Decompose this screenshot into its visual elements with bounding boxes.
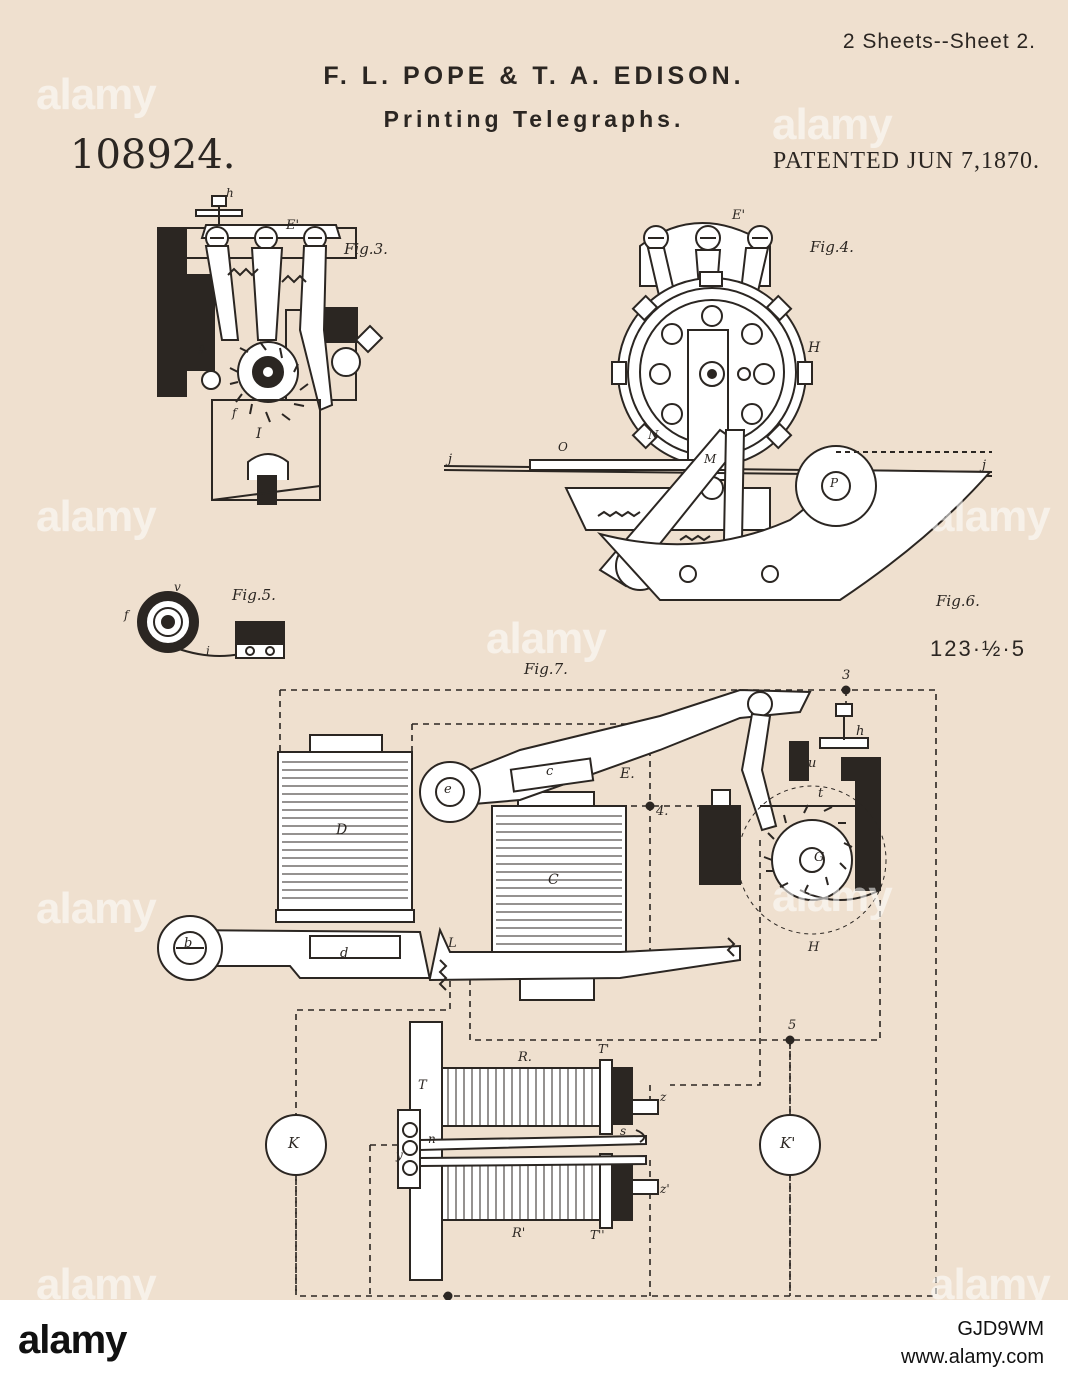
patent-number: 108924.: [70, 132, 235, 178]
ref-label: R': [512, 1226, 525, 1241]
ref-label: E': [286, 218, 299, 233]
ref-label: K': [780, 1134, 795, 1152]
watermark: alamy: [36, 492, 156, 542]
ref-label: R.: [518, 1050, 532, 1065]
ref-label: D: [336, 822, 347, 838]
watermark: alamy: [486, 614, 606, 664]
figure-5-caption: Fig.5.: [232, 586, 276, 604]
figure-4-type-wheel-drawing: [444, 223, 992, 600]
figure-6-caption: Fig.6.: [936, 592, 980, 610]
ref-label: K: [288, 1134, 299, 1152]
ref-label: y: [396, 1148, 403, 1162]
ref-label: n: [428, 1132, 436, 1146]
inventor-names: F. L. POPE & T. A. EDISON.: [0, 62, 1068, 91]
ref-label: d: [340, 946, 348, 961]
ref-label: f: [232, 406, 236, 420]
ref-label: O: [558, 440, 568, 454]
ref-label: c: [546, 764, 553, 779]
footer-site-link[interactable]: www.alamy.com: [901, 1346, 1044, 1369]
watermark: alamy: [772, 872, 892, 922]
ref-label: G: [814, 850, 824, 865]
footer-logo: alamy: [18, 1318, 126, 1363]
ref-label: f: [124, 608, 128, 622]
watermark: alamy: [772, 100, 892, 150]
ref-label: g: [198, 340, 206, 354]
ref-label: i: [206, 644, 210, 658]
ref-label: t: [818, 786, 823, 801]
ref-label: 5: [788, 1018, 796, 1033]
watermark: alamy: [930, 1260, 1050, 1300]
ref-label: H: [808, 940, 819, 955]
ref-label: M: [704, 452, 716, 466]
ref-label: h: [226, 186, 234, 200]
ref-label: C: [548, 872, 559, 888]
figure-4-caption: Fig.4.: [810, 238, 854, 256]
ref-label: P: [830, 476, 838, 490]
watermark: alamy: [930, 492, 1050, 542]
patent-date: PATENTED JUN 7,1870.: [773, 148, 1040, 175]
ref-label: 4.: [656, 804, 668, 819]
figure-3-caption: Fig.3.: [344, 240, 388, 258]
ref-label: s: [620, 1124, 626, 1138]
ref-label: T': [598, 1042, 609, 1056]
ref-label: E': [732, 208, 745, 223]
figure-6-scale: 123·½·5: [930, 636, 1026, 662]
footer-bar: [0, 1300, 1068, 1390]
ref-label: u: [808, 756, 816, 771]
ref-label: N: [648, 428, 659, 442]
footer-image-id: GJD9WM: [957, 1318, 1044, 1341]
watermark: alamy: [36, 884, 156, 934]
ref-label: e: [444, 782, 452, 797]
invention-title: Printing Telegraphs.: [0, 106, 1068, 133]
patent-sheet: 2 Sheets--Sheet 2. F. L. POPE & T. A. ED…: [0, 0, 1068, 1300]
ref-label: L: [448, 936, 457, 951]
ref-label: E.: [620, 766, 635, 782]
ref-label: b: [184, 936, 192, 951]
ref-label: z: [660, 1090, 666, 1104]
ref-label: T'': [590, 1228, 605, 1242]
ref-label: j: [982, 458, 986, 473]
ref-label: H: [808, 340, 820, 356]
ref-label: z': [660, 1182, 670, 1196]
watermark: alamy: [36, 1260, 156, 1300]
ref-label: T: [418, 1078, 427, 1093]
ref-label: h: [856, 724, 864, 739]
ref-label: j: [448, 452, 452, 467]
ref-label: v: [174, 580, 181, 594]
ref-label: I: [256, 426, 262, 442]
watermark: alamy: [36, 70, 156, 120]
ref-label: 3: [842, 668, 850, 683]
sheet-label: 2 Sheets--Sheet 2.: [843, 30, 1036, 54]
